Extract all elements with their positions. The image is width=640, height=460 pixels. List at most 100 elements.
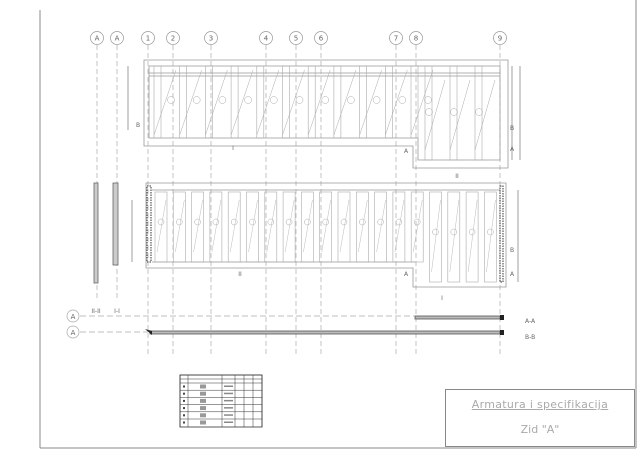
plan-bar [179, 65, 187, 139]
table-cell-value [183, 414, 185, 417]
axis-bubble [409, 31, 423, 45]
plan-diagonal [424, 79, 446, 151]
plan-diagonal [230, 69, 254, 136]
plan-bar [153, 65, 162, 139]
bar-mark [267, 218, 275, 226]
axis-label: 4 [264, 35, 269, 43]
axis-label: 1 [146, 35, 150, 43]
plan-diagonal [153, 69, 177, 136]
rebar-end-mark [145, 329, 152, 335]
bar-mark [167, 96, 175, 104]
drawing-title: Armatura i specifikacija [471, 398, 609, 411]
section-label-ii-ii: II-II [91, 308, 100, 315]
axis-bubble [90, 31, 104, 45]
elevation-bar [447, 191, 461, 283]
cut-marker-i: I [232, 145, 234, 152]
elevation-diagonal [339, 199, 350, 253]
elevation-bar [173, 191, 186, 263]
section-label-b-b: B-B [525, 334, 535, 341]
elevation-diagonal [449, 199, 460, 273]
bar-mark [450, 108, 458, 116]
plan-diagonal [205, 69, 228, 136]
vertical-rebar-left [146, 185, 152, 263]
elevation-bar [410, 191, 424, 263]
plan-diagonal [449, 79, 471, 151]
title-block: Armatura i specifikacija Zid "A" [445, 389, 635, 447]
elevation-diagonal [376, 199, 386, 253]
axis-label: 3 [209, 35, 213, 43]
plan-bar [359, 65, 367, 139]
plan-bar [230, 65, 239, 139]
plan-diagonal [410, 69, 434, 136]
bar-mark [157, 218, 165, 226]
drawing-subtitle: Zid "A" [520, 423, 560, 436]
plan-diagonal [307, 69, 331, 136]
grid-axis-6: 6 [314, 31, 328, 355]
section-marker-a: A [404, 148, 409, 155]
table-cell-value [183, 407, 185, 410]
elevation-diagonal [175, 199, 185, 253]
elevation-bars [154, 191, 497, 283]
elevation-bar [319, 191, 333, 263]
elevation-bar [337, 191, 351, 263]
axis-bubble [141, 31, 155, 45]
elevation-bar [429, 191, 442, 283]
axis-bubble [110, 31, 124, 45]
elevation-diagonal [321, 199, 331, 253]
plan-view [143, 59, 509, 169]
elevation-bar [355, 191, 369, 263]
axis-label: 9 [498, 35, 502, 43]
elevation-bar [227, 191, 241, 263]
elevation-diagonal [394, 199, 405, 253]
bar-mark [322, 218, 329, 226]
grid-axis-5: 5 [289, 31, 303, 355]
axis-label: 7 [394, 35, 398, 43]
table-cell-value [183, 385, 185, 388]
cut-marker-ii-elev: II [238, 271, 242, 278]
plan-diagonal [474, 79, 496, 151]
bar-mark [372, 96, 381, 104]
plan-diagonal [256, 69, 280, 136]
elevation-diagonal [412, 199, 423, 253]
specification-table [179, 374, 263, 428]
elevation-bar [465, 191, 479, 283]
bar-mark [176, 218, 183, 226]
plan-diagonal [359, 69, 382, 136]
axis-bubble [389, 31, 403, 45]
axis-bubble [493, 31, 507, 45]
vertical-rebar-right [499, 185, 504, 283]
elevation-diagonal [486, 199, 496, 273]
axis-bubble [259, 31, 273, 45]
table-cell-value [224, 407, 233, 409]
bar-mark [212, 218, 220, 226]
elevation-diagonal [266, 199, 277, 253]
elevation-bar [301, 191, 314, 263]
bar-mark [285, 218, 293, 226]
plan-bar [205, 65, 213, 139]
cut-marker-i-elev: I [441, 295, 443, 302]
grid-axis-7: 7 [389, 31, 403, 355]
bar-mark [304, 218, 311, 226]
axis-bubble [289, 31, 303, 45]
plan-bar [384, 65, 393, 139]
table-cell-value [224, 399, 233, 402]
axis-label: A [95, 35, 100, 43]
elevation-diagonal [431, 199, 441, 273]
plan-diagonal [385, 69, 408, 136]
elevation-view [145, 182, 507, 288]
cut-marker-ii: II [455, 173, 459, 180]
bar-mark [487, 228, 494, 236]
bar-mark [468, 228, 476, 236]
plan-bar [333, 65, 342, 139]
axis-bubble [166, 31, 180, 45]
bar-mark [340, 218, 348, 226]
bar-mark [398, 96, 407, 104]
bar-shape-thumbnail [200, 398, 206, 403]
plan-bar [410, 65, 419, 139]
bar-mark [295, 96, 304, 104]
section-i-strip [112, 182, 119, 266]
row-marker-a2: A [66, 325, 80, 339]
bar-mark [230, 218, 238, 226]
